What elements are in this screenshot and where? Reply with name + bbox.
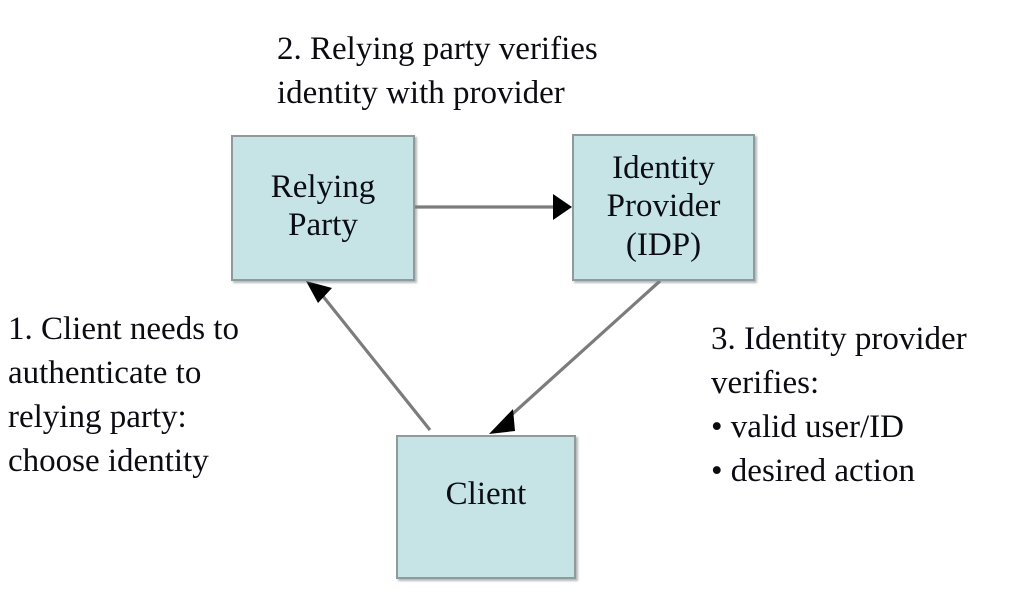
node-identity-provider-label: Identity Provider (IDP) [607, 149, 721, 264]
annotation-step-2-line-2: identity with provider [277, 74, 565, 111]
annotation-step-1-line-3: relying party: [8, 398, 187, 435]
node-relying-party-line-1: Relying [270, 168, 376, 205]
edge-line-client-to-relying-party [320, 294, 432, 431]
annotation-step-1: 1. Client needs to authenticate to relyi… [8, 308, 239, 484]
node-identity-provider-line-2: Provider [606, 188, 721, 225]
annotation-step-3-bullet-1: • valid user/ID [711, 408, 905, 445]
node-identity-provider[interactable]: Identity Provider (IDP) [572, 134, 755, 281]
annotation-step-3: 3. Identity provider verifies: • valid u… [711, 318, 967, 494]
node-identity-provider-line-1: Identity [612, 150, 715, 187]
annotation-step-1-line-2: authenticate to [8, 354, 202, 391]
annotation-step-2: 2. Relying party verifies identity with … [277, 28, 598, 116]
arrowhead-icon-to-relying-party [306, 281, 332, 303]
arrowhead-icon-to-identity-provider [553, 194, 572, 220]
annotation-step-3-line-1: 3. Identity provider [711, 321, 967, 357]
node-client[interactable]: Client [396, 435, 576, 579]
node-client-line-1: Client [445, 476, 527, 512]
annotation-step-2-line-1: 2. Relying party verifies [277, 31, 598, 67]
edge-line-identity-provider-to-client [506, 279, 662, 420]
edge-relying-party-to-identity-provider [415, 194, 572, 220]
edge-identity-provider-to-client [489, 279, 662, 434]
annotation-step-3-bullet-2: • desired action [711, 452, 915, 489]
arrowhead-icon-to-client [489, 409, 515, 434]
annotation-step-1-line-1: 1. Client needs to [8, 311, 239, 347]
node-client-label: Client [446, 475, 527, 513]
node-relying-party-label: Relying Party [271, 168, 376, 245]
node-relying-party-line-2: Party [288, 207, 358, 243]
node-identity-provider-line-3: (IDP) [625, 226, 702, 263]
annotation-step-3-line-2: verifies: [711, 364, 820, 401]
edge-client-to-relying-party [306, 281, 432, 431]
annotation-step-1-line-4: choose identity [8, 442, 209, 479]
node-relying-party[interactable]: Relying Party [231, 135, 415, 281]
